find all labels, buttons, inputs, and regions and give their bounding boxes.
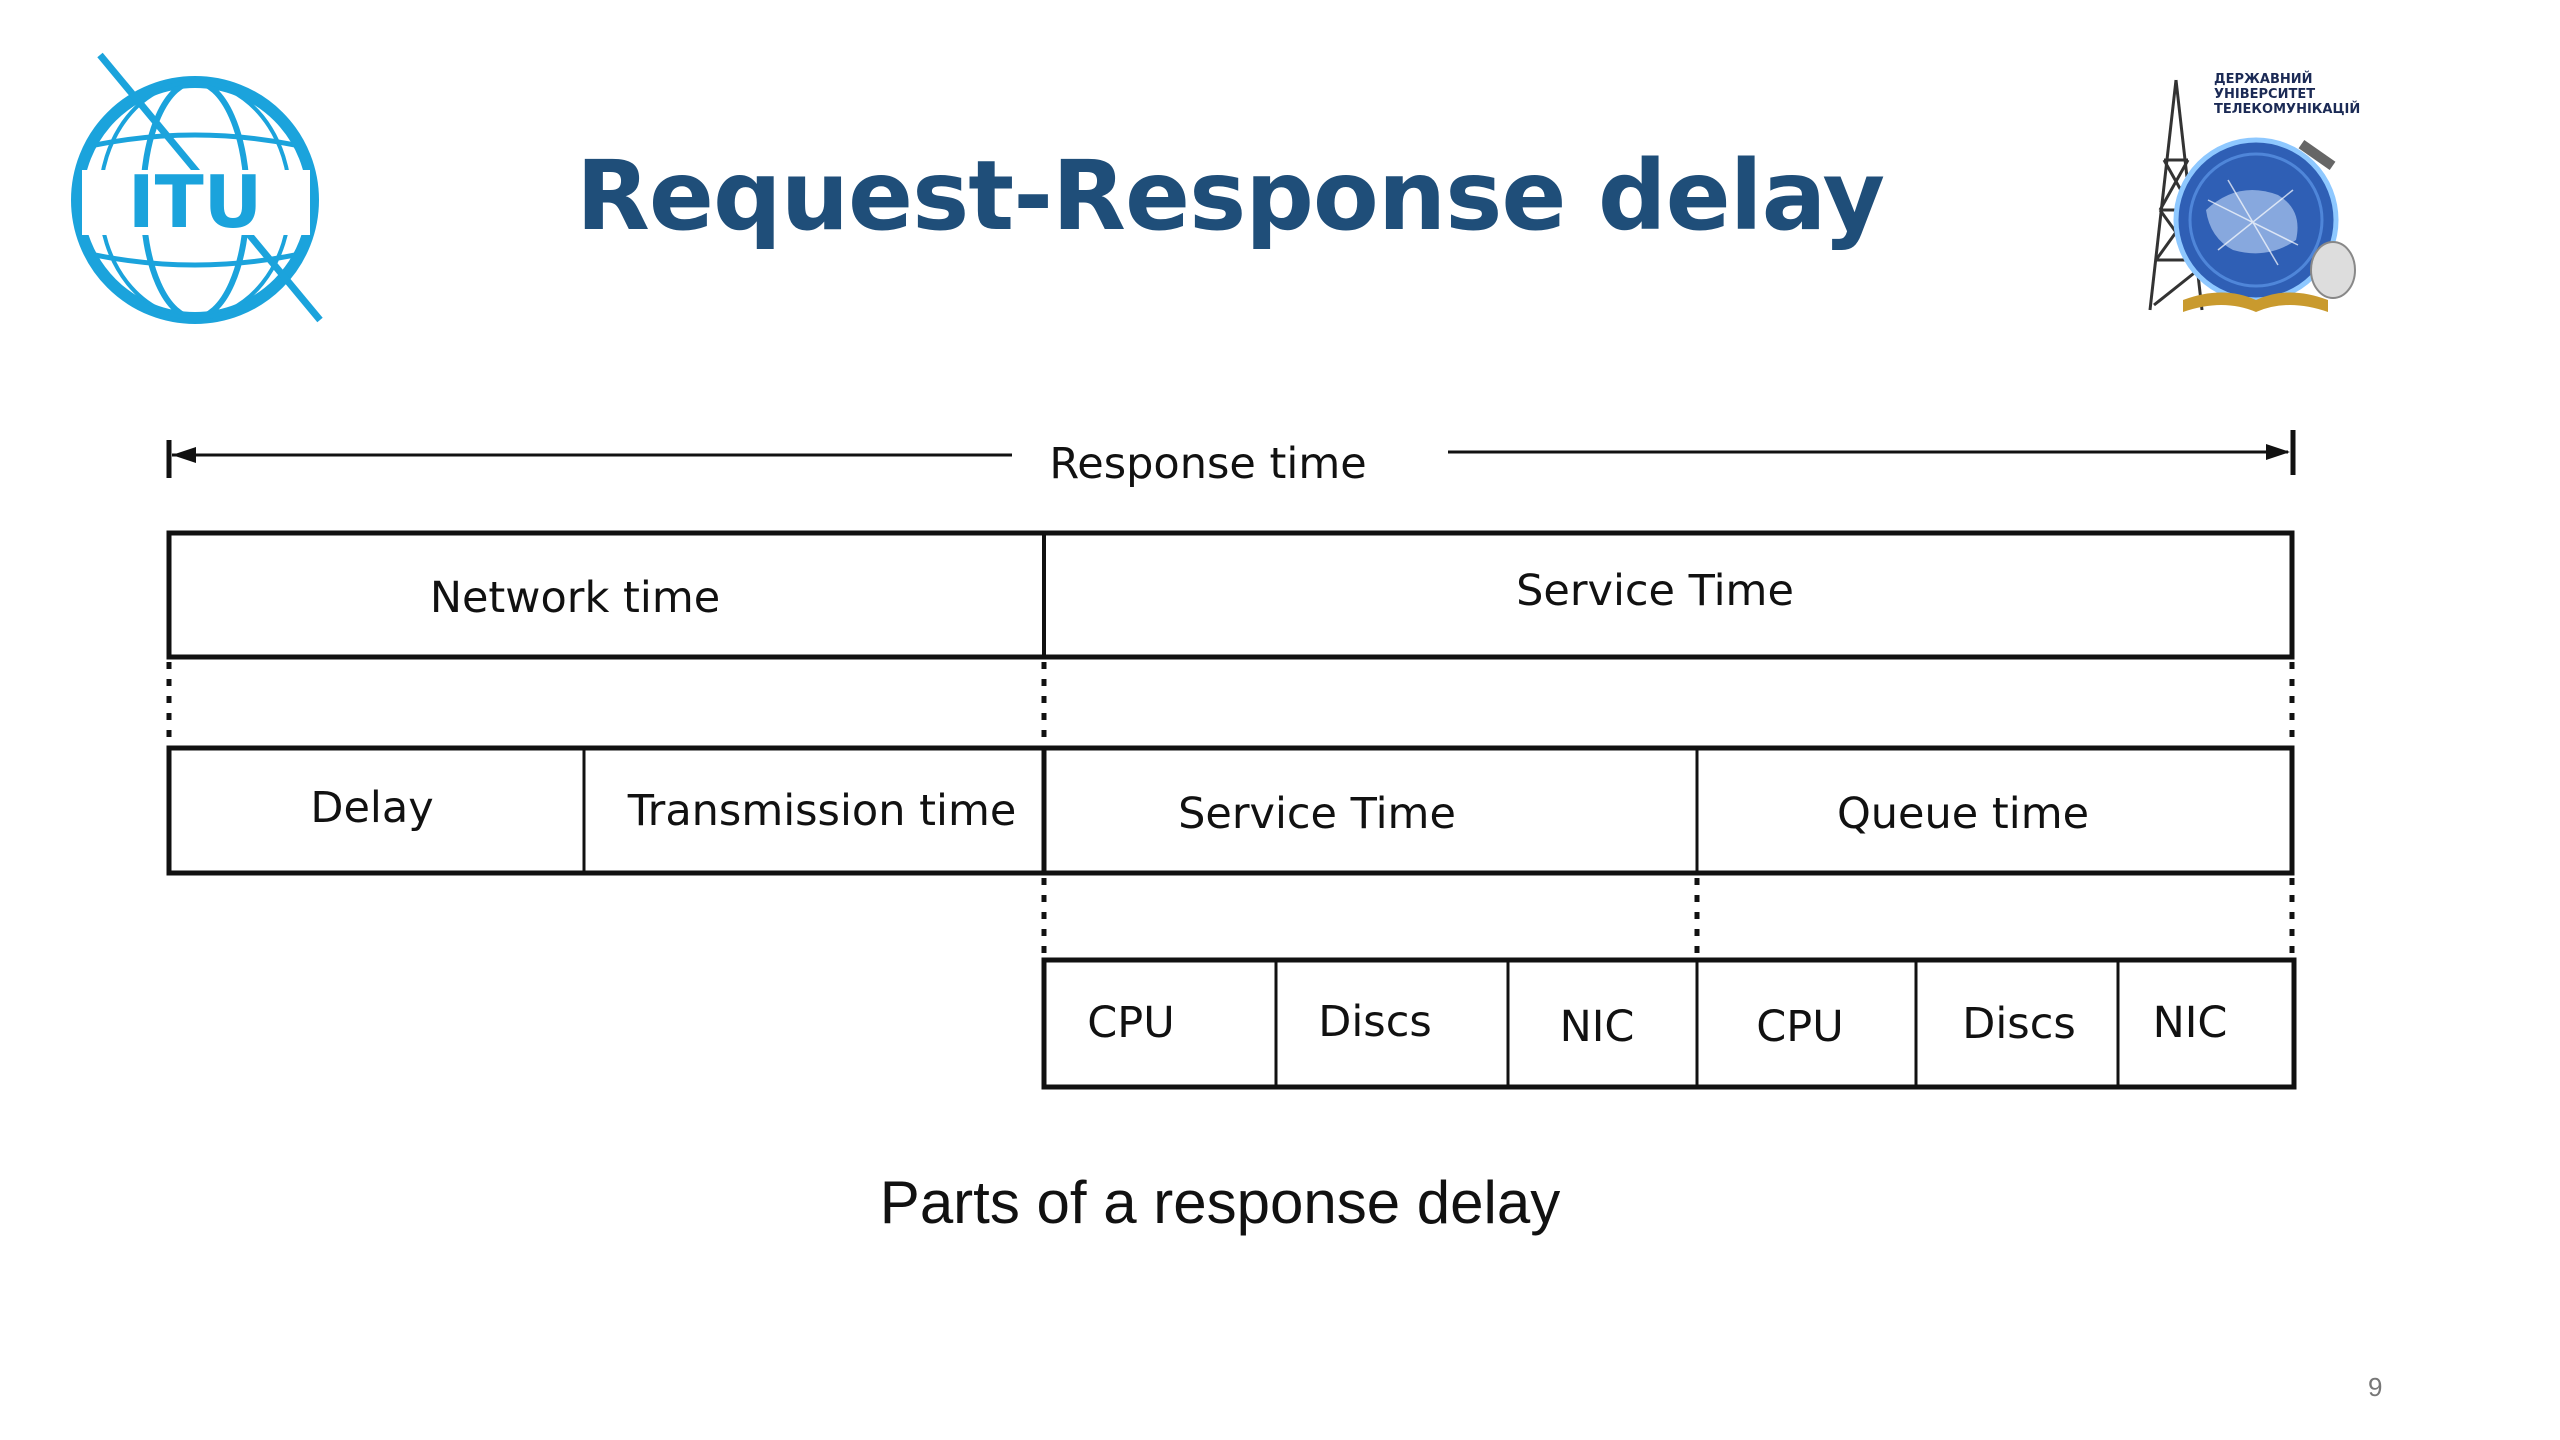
level3-box — [1041, 957, 2297, 1090]
university-logo-line-3: ТЕЛЕКОМУНІКАЦІЙ — [2214, 102, 2361, 117]
transmission-time-label: Transmission time — [627, 786, 1017, 836]
service-time-label: Service Time — [1178, 789, 1456, 839]
response-time-left-arrowhead — [172, 447, 196, 463]
university-logo — [2148, 79, 2356, 312]
slide-title: Request-Response delay — [575, 140, 1885, 252]
discs-label-1: Discs — [1318, 997, 1432, 1047]
itu-logo: ITU — [71, 52, 323, 324]
response-time-right-arrowhead — [2266, 444, 2290, 460]
network-time-label: Network time — [430, 573, 720, 623]
page-number: 9 — [2368, 1372, 2383, 1402]
nic-label-1: NIC — [1560, 1002, 1635, 1052]
itu-logo-text: ITU — [128, 160, 262, 244]
university-logo-line-2: УНІВЕРСИТЕТ — [2214, 87, 2316, 102]
nic-label-2: NIC — [2153, 998, 2228, 1048]
university-logo-text: ДЕРЖАВНИЙ УНІВЕРСИТЕТ ТЕЛЕКОМУНІКАЦІЙ — [2214, 72, 2384, 117]
cpu-label-2: CPU — [1756, 1002, 1843, 1052]
cpu-label-1: CPU — [1087, 998, 1174, 1048]
university-logo-line-1: ДЕРЖАВНИЙ — [2214, 72, 2313, 87]
diagram-caption: Parts of a response delay — [879, 1169, 1561, 1236]
queue-time-label: Queue time — [1837, 789, 2089, 839]
response-time-label: Response time — [1049, 439, 1366, 489]
level2-box — [166, 745, 2295, 876]
discs-label-2: Discs — [1962, 999, 2076, 1049]
level1-box — [166, 530, 2295, 660]
service-time-total-label: Service Time — [1516, 566, 1794, 616]
delay-label: Delay — [310, 783, 433, 833]
